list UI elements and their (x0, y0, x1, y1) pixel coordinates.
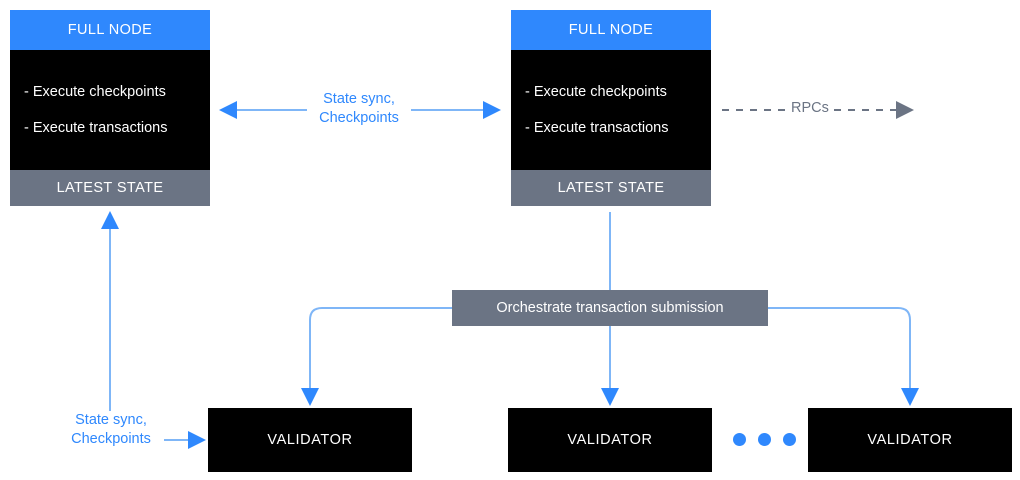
orchestrate-label: Orchestrate transaction submission (496, 300, 724, 316)
full-node-right[interactable]: FULL NODE - Execute checkpoints - Execut… (511, 10, 711, 206)
edge-label-state-sync-validator-line-1: State sync, (75, 412, 147, 428)
full-node-right-bullet-2: - Execute transactions (525, 120, 669, 136)
edge-orchestrator-to-validator-3 (768, 307, 919, 406)
edge-validator-to-left-fullnode (101, 211, 206, 449)
ellipsis-dot-1 (733, 433, 746, 446)
full-node-left-bullet-1: - Execute checkpoints (24, 84, 166, 100)
full-node-left[interactable]: FULL NODE - Execute checkpoints - Execut… (10, 10, 210, 206)
validators-ellipsis-dots (733, 433, 796, 446)
edge-label-rpcs: RPCs (789, 100, 831, 116)
full-node-right-body: - Execute checkpoints - Execute transact… (511, 50, 711, 170)
ellipsis-dot-2 (758, 433, 771, 446)
ellipsis-dot-3 (783, 433, 796, 446)
edge-label-state-sync-validator: State sync, Checkpoints (58, 411, 164, 449)
validator-2-label: VALIDATOR (567, 432, 653, 448)
validator-2[interactable]: VALIDATOR (508, 408, 712, 472)
edge-label-state-sync-line-1: State sync, (323, 91, 395, 107)
full-node-left-body: - Execute checkpoints - Execute transact… (10, 50, 210, 170)
full-node-right-bullet-1: - Execute checkpoints (525, 84, 667, 100)
orchestrate-transaction-submission-box[interactable]: Orchestrate transaction submission (452, 290, 768, 326)
full-node-left-header: FULL NODE (10, 10, 210, 50)
edge-label-state-sync-validator-line-2: Checkpoints (71, 431, 151, 447)
validator-1-label: VALIDATOR (267, 432, 353, 448)
edge-label-state-sync-between-nodes: State sync, Checkpoints (307, 90, 411, 128)
full-node-left-bullet-2: - Execute transactions (24, 120, 168, 136)
edge-orchestrator-to-validator-1 (301, 307, 452, 406)
full-node-left-latest-state: LATEST STATE (10, 170, 210, 206)
full-node-right-latest-state: LATEST STATE (511, 170, 711, 206)
validator-3[interactable]: VALIDATOR (808, 408, 1012, 472)
full-node-right-header: FULL NODE (511, 10, 711, 50)
validator-3-label: VALIDATOR (867, 432, 953, 448)
edge-label-state-sync-line-2: Checkpoints (319, 110, 399, 126)
validator-1[interactable]: VALIDATOR (208, 408, 412, 472)
